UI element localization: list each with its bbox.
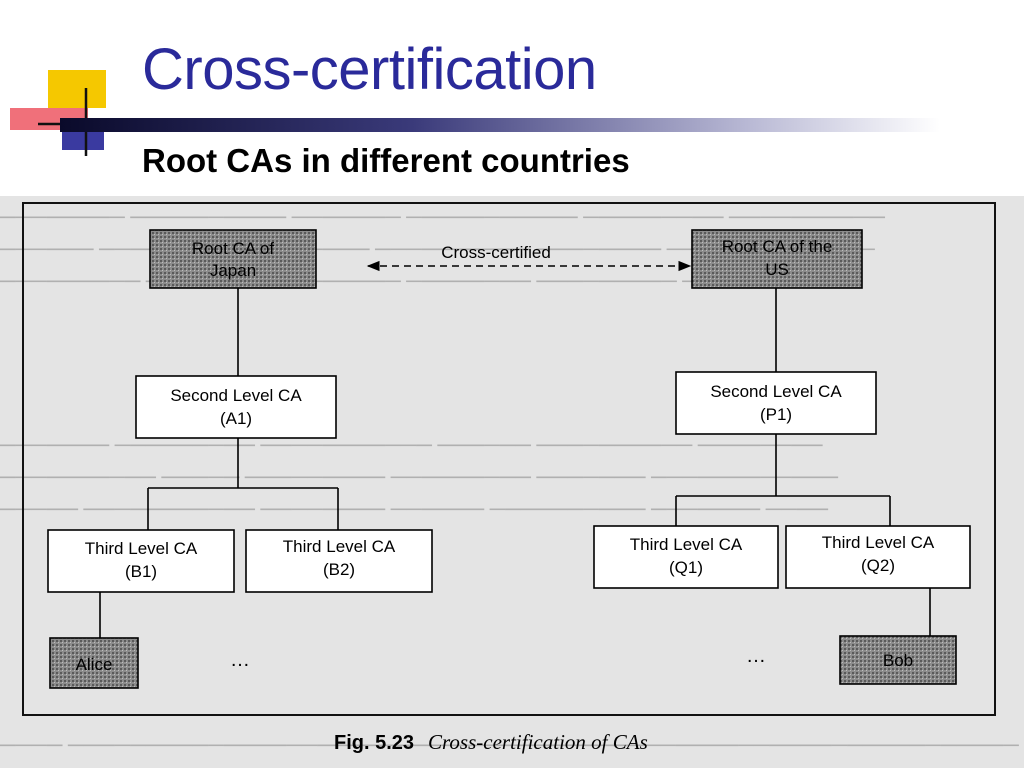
node-label: (A1) — [220, 409, 252, 428]
node-label: (P1) — [760, 405, 792, 424]
ellipsis-right: … — [746, 645, 766, 667]
scanned-figure: ──────── ────────── ─────── ─────────── … — [0, 196, 1024, 768]
slide-title: Cross-certification — [142, 37, 597, 102]
ellipsis-left: … — [230, 649, 250, 671]
figure-caption: Fig. 5.23 Cross-certification of CAs — [334, 730, 648, 755]
node-label: (Q2) — [861, 556, 895, 575]
bleed-through-line: ──────── ────────── ─────── ─────────── … — [0, 204, 885, 229]
cross-certification-diagram: Cross-certified Root CA of Japan Root CA… — [47, 229, 971, 689]
node-second-level-ca-a1: Second Level CA (A1) — [135, 375, 337, 439]
node-label: Second Level CA — [170, 386, 302, 405]
tree-connectors — [99, 260, 931, 638]
node-label: Root CA of — [192, 239, 274, 258]
node-third-level-ca-b1: Third Level CA (B1) — [47, 529, 235, 593]
node-root-ca-us: Root CA of the US — [691, 229, 863, 289]
node-label: Third Level CA — [822, 533, 935, 552]
node-label: (Q1) — [669, 558, 703, 577]
node-label: (B1) — [125, 562, 157, 581]
figure-label: Fig. 5.23 — [334, 732, 415, 754]
node-label: Third Level CA — [85, 539, 198, 558]
node-alice: Alice — [49, 637, 139, 689]
node-root-ca-japan: Root CA of Japan — [149, 229, 317, 289]
node-third-level-ca-b2: Third Level CA (B2) — [245, 529, 433, 593]
node-label: Third Level CA — [283, 537, 396, 556]
cross-certified-label: Cross-certified — [441, 243, 551, 262]
figure-frame — [22, 202, 996, 716]
node-third-level-ca-q1: Third Level CA (Q1) — [593, 525, 779, 589]
bleed-through-line: ───── ─────────── ──────── ────── ──────… — [0, 496, 828, 521]
figure-caption-text: Cross-certification of CAs — [428, 730, 648, 754]
node-third-level-ca-q2: Third Level CA (Q2) — [785, 525, 971, 589]
bleed-through-line: ──── ───────────────────────────────────… — [0, 732, 1019, 757]
title-rule — [60, 118, 940, 132]
node-label: Alice — [76, 655, 113, 674]
node-label: Bob — [883, 651, 913, 670]
node-label: Second Level CA — [710, 382, 842, 401]
bleed-through-line: ────────── ───── ───────── ───────── ───… — [0, 464, 839, 489]
node-second-level-ca-p1: Second Level CA (P1) — [675, 371, 877, 435]
node-bob: Bob — [839, 635, 957, 685]
node-label: Third Level CA — [630, 535, 743, 554]
node-label: US — [765, 260, 789, 279]
node-label: Root CA of the — [722, 237, 833, 256]
slide-logo-icon — [10, 70, 130, 156]
node-label: Japan — [210, 261, 256, 280]
slide-subtitle: Root CAs in different countries — [142, 142, 630, 179]
node-label: (B2) — [323, 560, 355, 579]
